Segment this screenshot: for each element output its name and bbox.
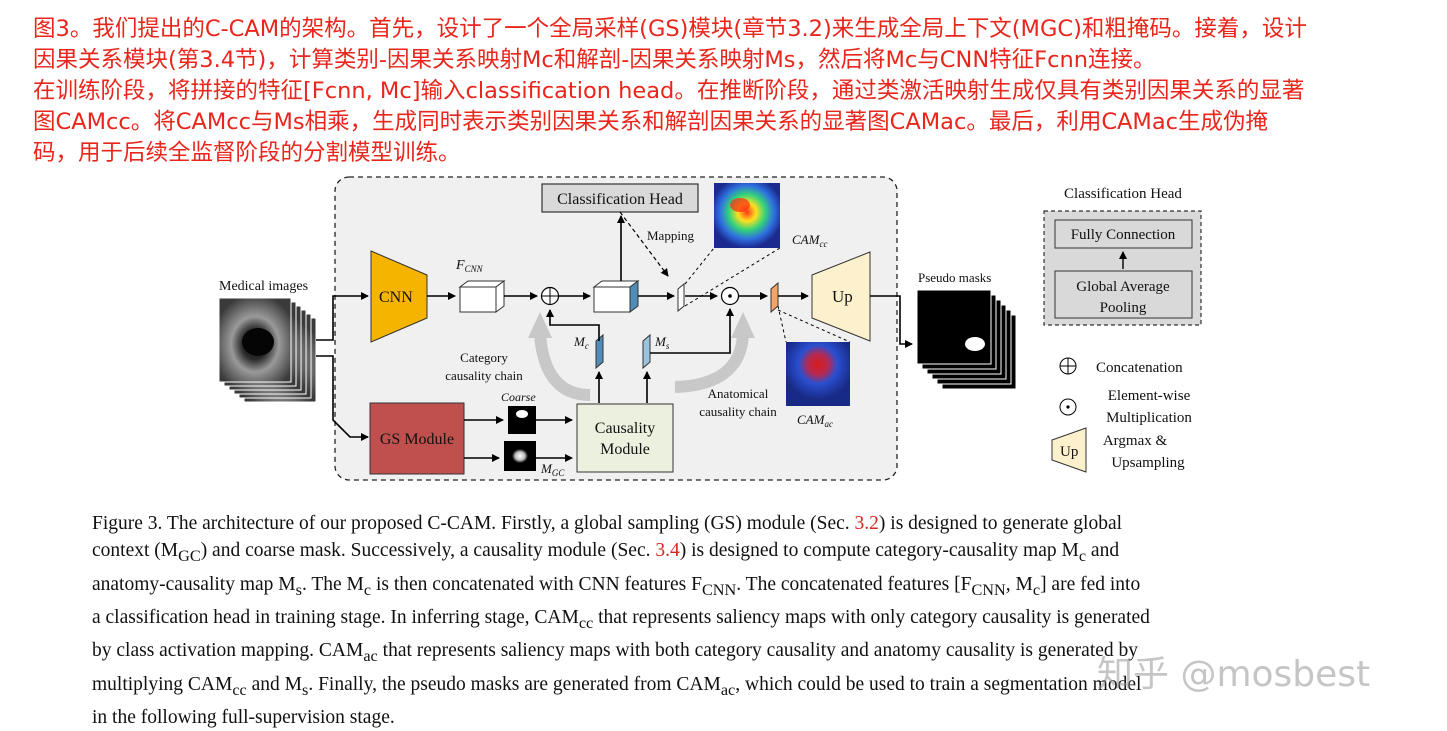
chinese-caption-line: 因果关系模块(第3.4节)，计算类别-因果关系映射Mc和解剖-因果关系映射Ms，… [33, 47, 1156, 73]
caption-line: Figure 3. The architecture of our propos… [92, 513, 1123, 534]
caption-line: a classification head in training stage.… [92, 607, 1150, 632]
fcnn-label: FCNN [455, 258, 484, 274]
category-chain-label-2: causality chain [445, 368, 523, 383]
legend-up-icon [1051, 427, 1087, 473]
medical-images-label: Medical images [219, 279, 308, 294]
caption-line: multiplying CAMcc and Ms. Finally, the p… [92, 673, 1142, 699]
legend-multiply-icon [1059, 398, 1077, 416]
gs-module-block [369, 402, 465, 475]
chinese-caption: 图3。我们提出的C-CAM的架构。首先，设计了一个全局采样(GS)模块(章节3.… [33, 14, 1438, 169]
chinese-caption-line: 码，用于后续全监督阶段的分割模型训练。 [33, 140, 461, 166]
causality-module-block [576, 403, 674, 473]
watermark: 知乎 @mosbest [1097, 654, 1371, 695]
anatomical-causality-chain-arrow [674, 312, 755, 393]
chinese-caption-line: 图3。我们提出的C-CAM的架构。首先，设计了一个全局采样(GS)模块(章节3.… [33, 16, 1307, 42]
gap-label: Global Average [1076, 279, 1170, 295]
pseudo-masks-label: Pseudo masks [918, 270, 991, 285]
camac-label: CAMac [797, 412, 833, 429]
fcnn-feature-block [458, 280, 506, 313]
up-block [811, 251, 871, 342]
up-label: Up [832, 287, 853, 306]
mgc-label: MGC [540, 461, 565, 478]
camac-heatmap-image [786, 342, 850, 406]
gap-label-2: Pooling [1100, 300, 1147, 316]
legend-up-desc: Argmax & [1103, 433, 1168, 449]
cnn-block [370, 250, 428, 343]
caption-line: by class activation mapping. CAMac that … [92, 640, 1139, 666]
mapping-label: Mapping [647, 228, 694, 243]
camcc-heatmap-image [714, 183, 780, 248]
caption-line: in the following full-supervision stage. [92, 706, 395, 728]
legend-title: Classification Head [1064, 186, 1182, 202]
ms-block [642, 333, 651, 370]
caption-line: anatomy-causality map Ms. The Mc is then… [92, 573, 1141, 599]
cnn-label: CNN [379, 289, 413, 306]
legend-up-desc-2: Upsampling [1111, 455, 1185, 471]
global-average-pooling-block [1054, 270, 1193, 319]
legend-up-label: Up [1060, 444, 1078, 460]
concatenated-feature-block [592, 280, 640, 313]
category-causality-chain-arrow [528, 312, 591, 401]
fully-connection-label: Fully Connection [1071, 227, 1176, 243]
classification-head-block [541, 183, 699, 213]
section-link[interactable]: 3.4 [655, 540, 680, 562]
figure-caption: Figure 3. The architecture of our propos… [92, 510, 1332, 731]
camcc-label: CAMcc [792, 232, 827, 249]
chinese-caption-line: 在训练阶段，将拼接的特征[Fcnn, Mc]输入classification h… [33, 78, 1305, 104]
anatomical-chain-label: Anatomical [708, 386, 769, 401]
medical-images-stack [218, 297, 317, 403]
ms-label: Ms [654, 334, 670, 351]
legend-multiply-label-2: Multiplication [1106, 410, 1192, 426]
concatenation-operator [540, 286, 560, 306]
classification-head-label: Classification Head [557, 191, 683, 208]
causality-module-label-2: Module [600, 441, 650, 458]
main-panel [334, 176, 898, 481]
caption-line: context (MGC) and coarse mask. Successiv… [92, 540, 1120, 566]
camcc-feature-block [677, 282, 685, 313]
section-link[interactable]: 3.2 [854, 513, 879, 534]
fully-connection-block [1054, 219, 1193, 249]
legend-concat-icon [1059, 357, 1077, 375]
legend-concat-label: Concatenation [1096, 360, 1183, 376]
anatomical-chain-label-2: causality chain [699, 404, 777, 419]
legend-multiply-label: Element-wise [1108, 388, 1191, 404]
mc-block [595, 333, 604, 370]
chinese-caption-line: 图CAMcc。将CAMcc与Ms相乘，生成同时表示类别因果关系和解剖因果关系的显… [33, 109, 1268, 135]
multiplication-operator [720, 286, 740, 306]
mc-label: Mc [573, 334, 589, 351]
causality-module-label: Causality [595, 420, 655, 437]
category-chain-label: Category [460, 350, 508, 365]
pseudo-masks-stack [916, 289, 1017, 390]
coarse-label: Coarse [501, 390, 536, 404]
gs-module-label: GS Module [380, 431, 454, 448]
